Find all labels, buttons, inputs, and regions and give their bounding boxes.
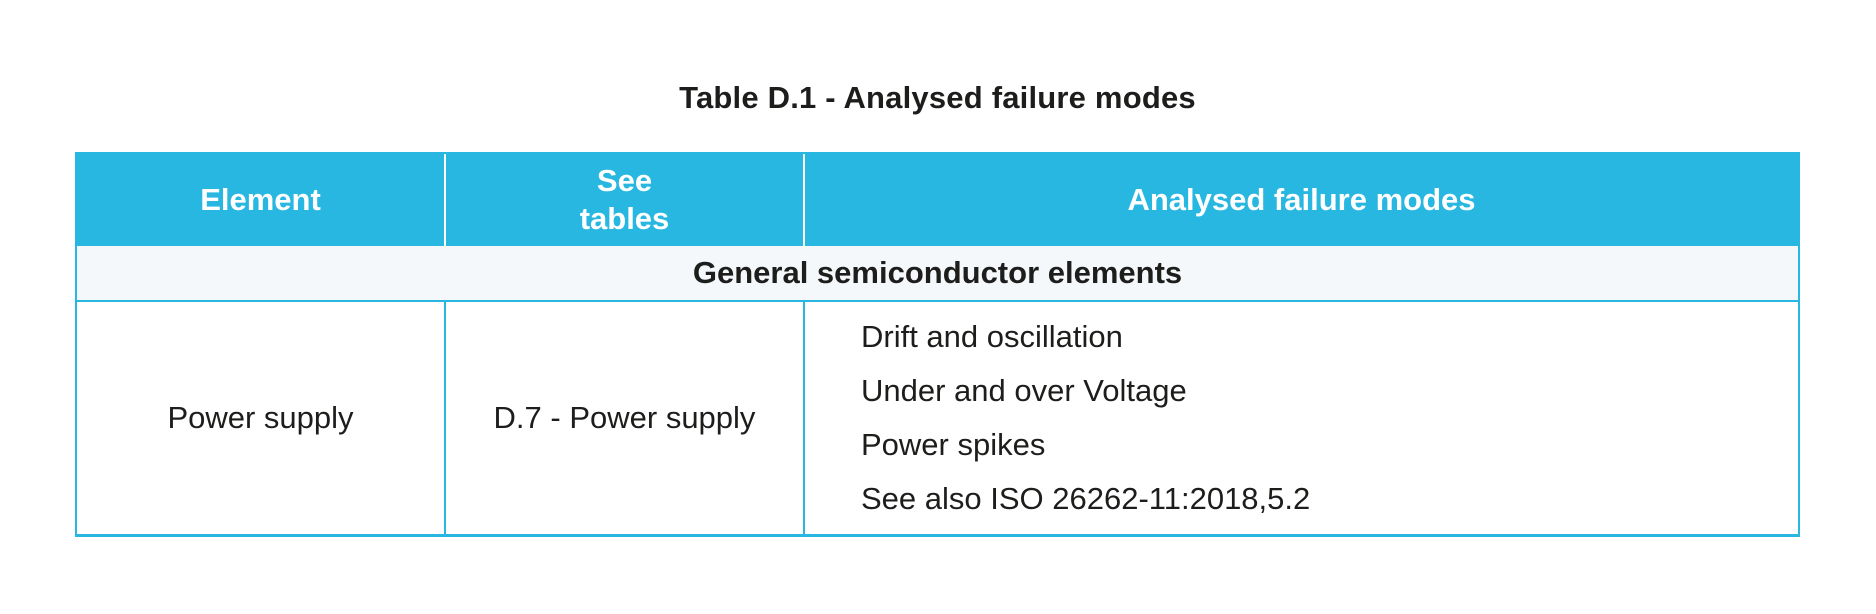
failure-mode-line: Power spikes bbox=[861, 427, 1046, 462]
header-cell-analysed-failure-modes: Analysed failure modes bbox=[803, 154, 1798, 246]
failure-modes-table: Element See tables Analysed failure mode… bbox=[75, 152, 1800, 537]
table-header-row: Element See tables Analysed failure mode… bbox=[77, 154, 1798, 246]
section-header-label: General semiconductor elements bbox=[692, 255, 1183, 290]
cell-see-tables: D.7 - Power supply bbox=[444, 302, 803, 534]
failure-mode-line: Under and over Voltage bbox=[861, 373, 1187, 408]
table-row-power-supply: Power supply D.7 - Power supply Drift an… bbox=[77, 300, 1798, 534]
header-cell-see-tables: See tables bbox=[444, 154, 803, 246]
failure-mode-line: See also ISO 26262-11:2018,5.2 bbox=[861, 481, 1311, 516]
header-cell-element: Element bbox=[200, 182, 321, 217]
section-header-row: General semiconductor elements bbox=[77, 246, 1798, 300]
table-caption: Table D.1 - Analysed failure modes bbox=[679, 80, 1196, 115]
failure-mode-line: Drift and oscillation bbox=[861, 319, 1123, 354]
cell-element: Power supply bbox=[167, 400, 354, 435]
